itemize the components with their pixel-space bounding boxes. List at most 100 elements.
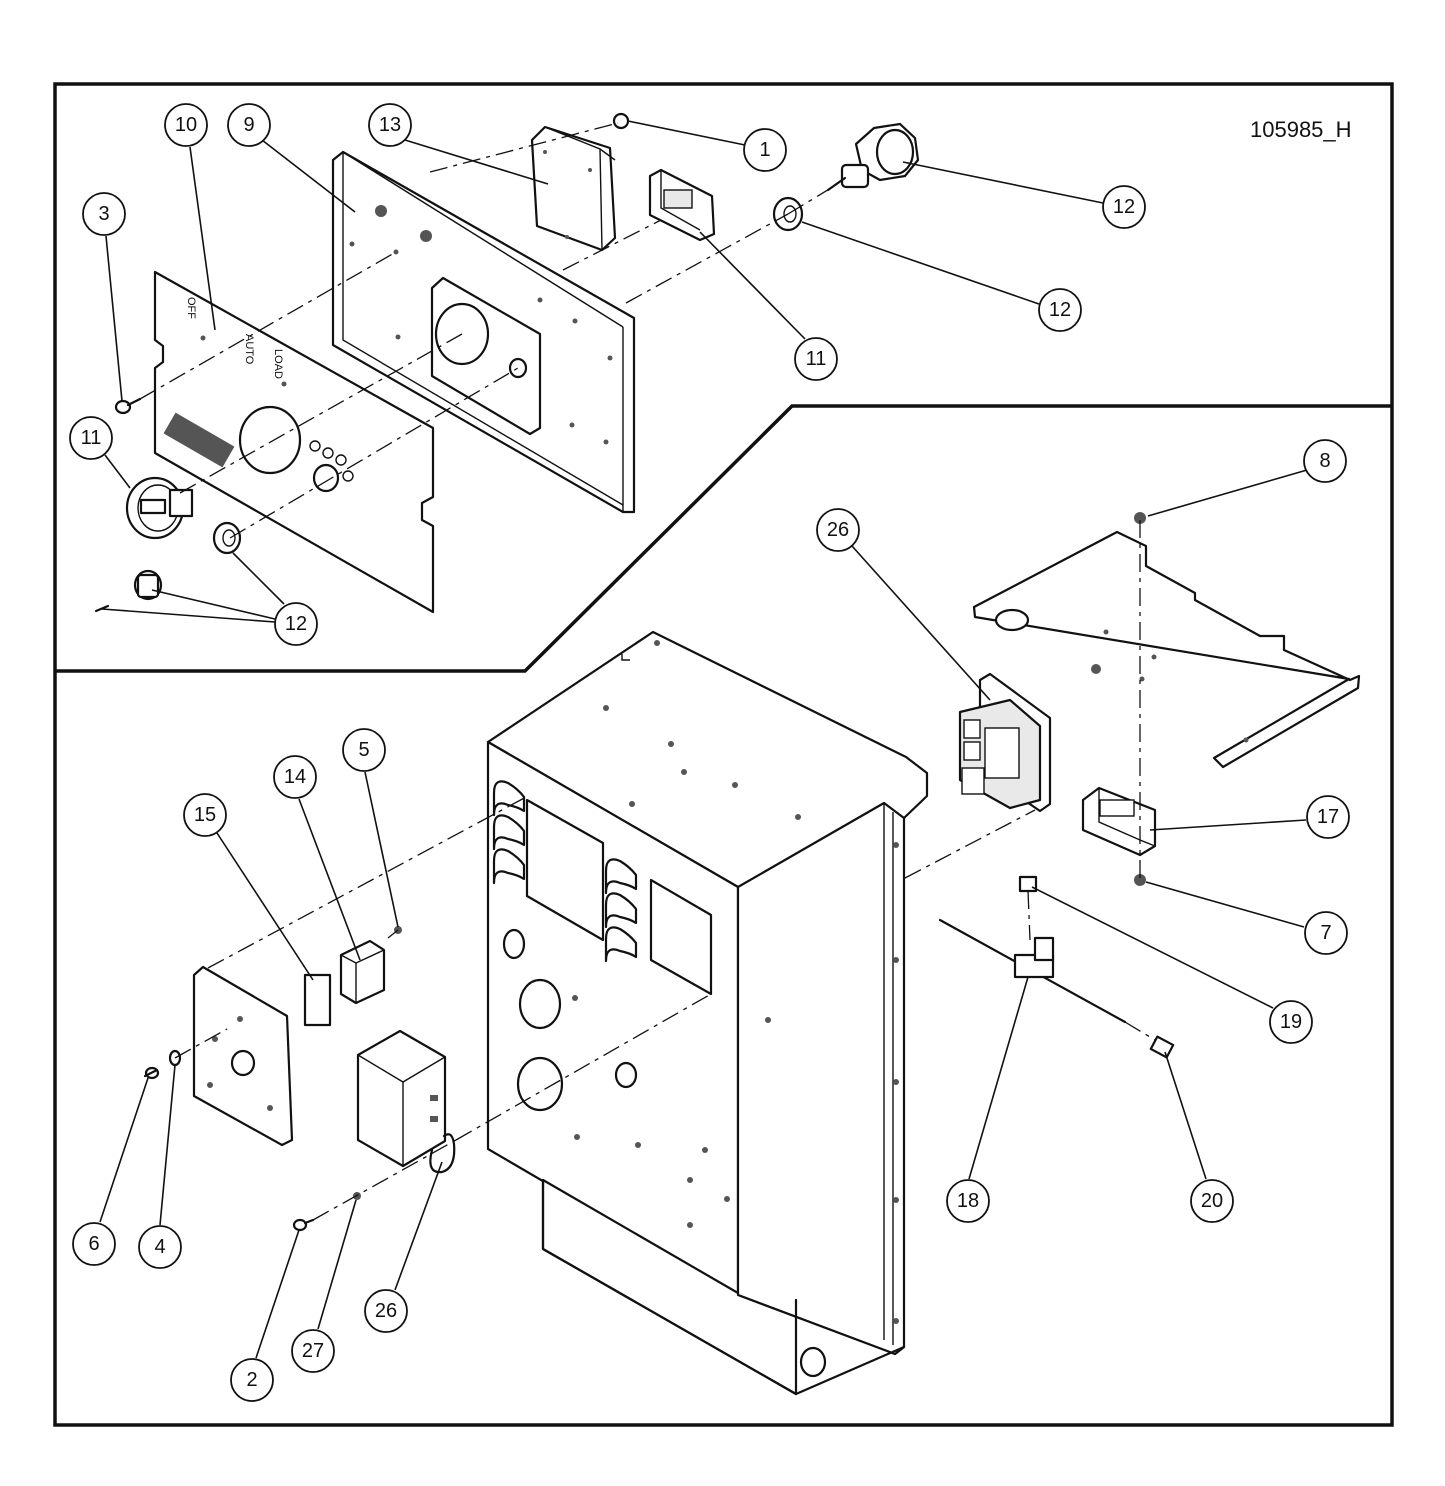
callout-circle [794,337,838,381]
callout-label: 11 [806,348,827,370]
callout-label: 5 [358,739,369,761]
mounting-plate-part-15 [192,965,332,1147]
fuse-clip-part-19 [1018,875,1038,893]
callout-26: 26 [816,508,860,552]
callout-label: 26 [827,519,849,541]
callout-19: 19 [1269,1000,1313,1044]
callout-4: 4 [138,1225,182,1269]
top-assembly-centerlines [139,122,837,539]
callout-11: 11 [794,337,838,381]
callout-circle [164,103,208,147]
callout-circle [816,508,860,552]
callout-circle [227,103,271,147]
callout-circle [946,1179,990,1223]
callout-circle [1306,795,1350,839]
callout-circle [1303,439,1347,483]
callout-2: 2 [230,1358,274,1402]
callout-circle [138,1225,182,1269]
callout-18: 18 [946,1179,990,1223]
callout-20: 20 [1190,1179,1234,1223]
callout-circle [291,1329,335,1373]
callout-label: 8 [1319,450,1330,472]
screw-part-3 [114,397,142,415]
callout-label: 4 [154,1236,165,1258]
callout-label: 26 [375,1300,397,1322]
bottom-assembly-centerlines [174,520,1156,1221]
controller-module-part-26 [958,672,1052,813]
callout-circle [364,1289,408,1333]
callout-circle [69,416,113,460]
callout-circle [274,602,318,646]
callout-11: 11 [69,416,113,460]
screw-part-7 [1134,874,1146,886]
callout-10: 10 [164,103,208,147]
callout-circle [273,755,317,799]
pilot-light-part-12 [826,122,920,192]
din-bracket-part-11 [648,168,716,242]
breaker-part-17 [1081,786,1157,857]
callout-12: 12 [1102,185,1146,229]
callout-13: 13 [368,103,412,147]
svg-text:AUTO: AUTO [243,334,255,365]
callout-circle [1190,1179,1234,1223]
shelf-plate-part-8 [972,512,1361,769]
leader-lines [99,120,1308,1359]
cable-harness-part-18 [938,918,1127,1024]
callout-label: 15 [194,804,216,826]
svg-text:LOAD: LOAD [272,349,284,379]
callout-label: 7 [1320,922,1331,944]
callout-circle [1304,911,1348,955]
callout-3: 3 [82,192,126,236]
selector-switch-part-12 [94,569,163,613]
callout-circle [743,128,787,172]
svg-text:OFF: OFF [185,297,197,319]
callout-bubbles: 1 13 9 10 3 12 12 11 11 12 8 26 5 14 15 17 7 19 18 20 6 4 26 27… [69,103,1350,1402]
callout-5: 5 [342,728,386,772]
section-divider [55,404,1392,673]
callout-label: 9 [243,114,254,136]
callout-label: 13 [379,114,401,136]
label-plate-part-10: OFF AUTO LOAD [153,270,435,614]
callout-circle [72,1222,116,1266]
callout-label: 1 [759,139,770,161]
main-cabinet [486,630,929,1396]
callout-circle [1269,1000,1313,1044]
relay-part-14 [339,939,386,1005]
screw-part-2 [292,1218,315,1232]
callout-12: 12 [1038,288,1082,332]
mounting-plate-part-9 [331,150,636,514]
callout-circle [82,192,126,236]
drawing-number: 105985_H [1250,117,1352,142]
callout-label: 17 [1317,806,1339,828]
screw-part-6 [143,1066,160,1080]
callout-6: 6 [72,1222,116,1266]
callout-label: 11 [81,427,102,449]
callout-circle [1102,185,1146,229]
callout-17: 17 [1306,795,1350,839]
hour-meter-part-11 [125,476,194,540]
outer-frame [53,82,1394,1427]
enclosure-box-part-13 [530,125,617,252]
transformer-part-26 [356,1029,456,1174]
callout-27: 27 [291,1329,335,1373]
callout-15: 15 [183,793,227,837]
nut-part-1 [612,112,630,130]
callout-circle [368,103,412,147]
callout-26: 26 [364,1289,408,1333]
callout-9: 9 [227,103,271,147]
callout-circle [1038,288,1082,332]
callout-label: 3 [98,203,109,225]
callout-label: 12 [285,613,307,635]
callout-label: 14 [284,766,306,788]
callout-14: 14 [273,755,317,799]
callout-7: 7 [1304,911,1348,955]
callout-label: 20 [1201,1190,1223,1212]
callout-8: 8 [1303,439,1347,483]
callout-label: 10 [175,114,197,136]
nut-lower-part-12 [212,521,242,555]
callout-label: 18 [957,1190,979,1212]
callout-12: 12 [274,602,318,646]
callout-label: 12 [1113,196,1135,218]
callout-label: 6 [88,1233,99,1255]
